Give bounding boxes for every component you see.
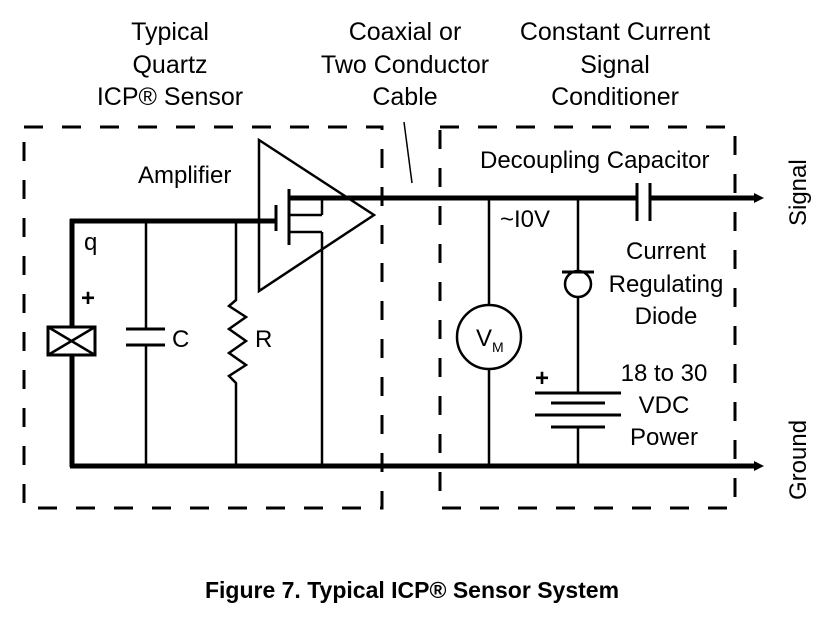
battery-icon <box>535 391 621 465</box>
diode-label-line-2: Regulating <box>609 271 724 298</box>
cable-heading-line-3: Cable <box>372 83 437 111</box>
capacitor-c-label: C <box>172 326 189 353</box>
signal-output-label: Signal <box>785 159 812 226</box>
sensor-heading-line-2: Quartz <box>132 51 207 79</box>
cable-pointer-line <box>403 121 413 184</box>
bias-voltage-label: ~I0V <box>500 206 550 233</box>
battery-polarity-label: + <box>535 365 549 392</box>
amplifier-label: Amplifier <box>138 162 231 189</box>
diode-label-line-1: Current <box>626 238 706 265</box>
current-regulating-diode-icon <box>562 198 594 393</box>
charge-label: q <box>84 229 97 256</box>
conditioner-heading-line-1: Constant Current <box>520 18 710 46</box>
figure-caption: Figure 7. Typical ICP® Sensor System <box>205 577 619 603</box>
amplifier-triangle-icon <box>257 137 377 294</box>
sensor-heading: Typical Quartz ICP® Sensor <box>97 18 243 111</box>
voltmeter-label-sub: M <box>492 339 504 355</box>
capacitor-c-icon <box>126 221 165 465</box>
conditioner-heading-line-2: Signal <box>580 51 650 79</box>
power-label-line-2: VDC <box>639 392 690 419</box>
sensor-heading-line-3: ICP® Sensor <box>97 83 243 111</box>
fet-transistor-icon <box>274 189 324 465</box>
sensor-heading-line-1: Typical <box>131 18 209 46</box>
voltmeter-label-main: V <box>476 325 492 352</box>
conditioner-circuit: Decoupling Capacitor VM ~I0V Current Reg… <box>455 147 724 465</box>
resistor-r-icon <box>226 221 249 465</box>
cable-heading-line-2: Two Conductor <box>321 51 489 79</box>
resistor-r-label: R <box>255 326 272 353</box>
conditioner-heading-line-3: Conditioner <box>551 83 679 111</box>
cable-heading: Coaxial or Two Conductor Cable <box>321 18 489 111</box>
conditioner-heading: Constant Current Signal Conditioner <box>520 18 710 111</box>
cable-heading-line-1: Coaxial or <box>349 18 462 46</box>
voltmeter-label: VM <box>476 325 504 355</box>
ground-output-label: Ground <box>785 420 812 500</box>
quartz-crystal-icon <box>46 325 97 357</box>
crystal-polarity-label: + <box>81 285 95 312</box>
power-label-line-1: 18 to 30 <box>621 360 708 387</box>
decoupling-capacitor-icon <box>635 183 652 221</box>
decoupling-capacitor-label: Decoupling Capacitor <box>480 147 709 174</box>
power-label-line-3: Power <box>630 424 698 451</box>
sensor-enclosure <box>22 125 384 510</box>
diode-label-line-3: Diode <box>635 303 698 330</box>
